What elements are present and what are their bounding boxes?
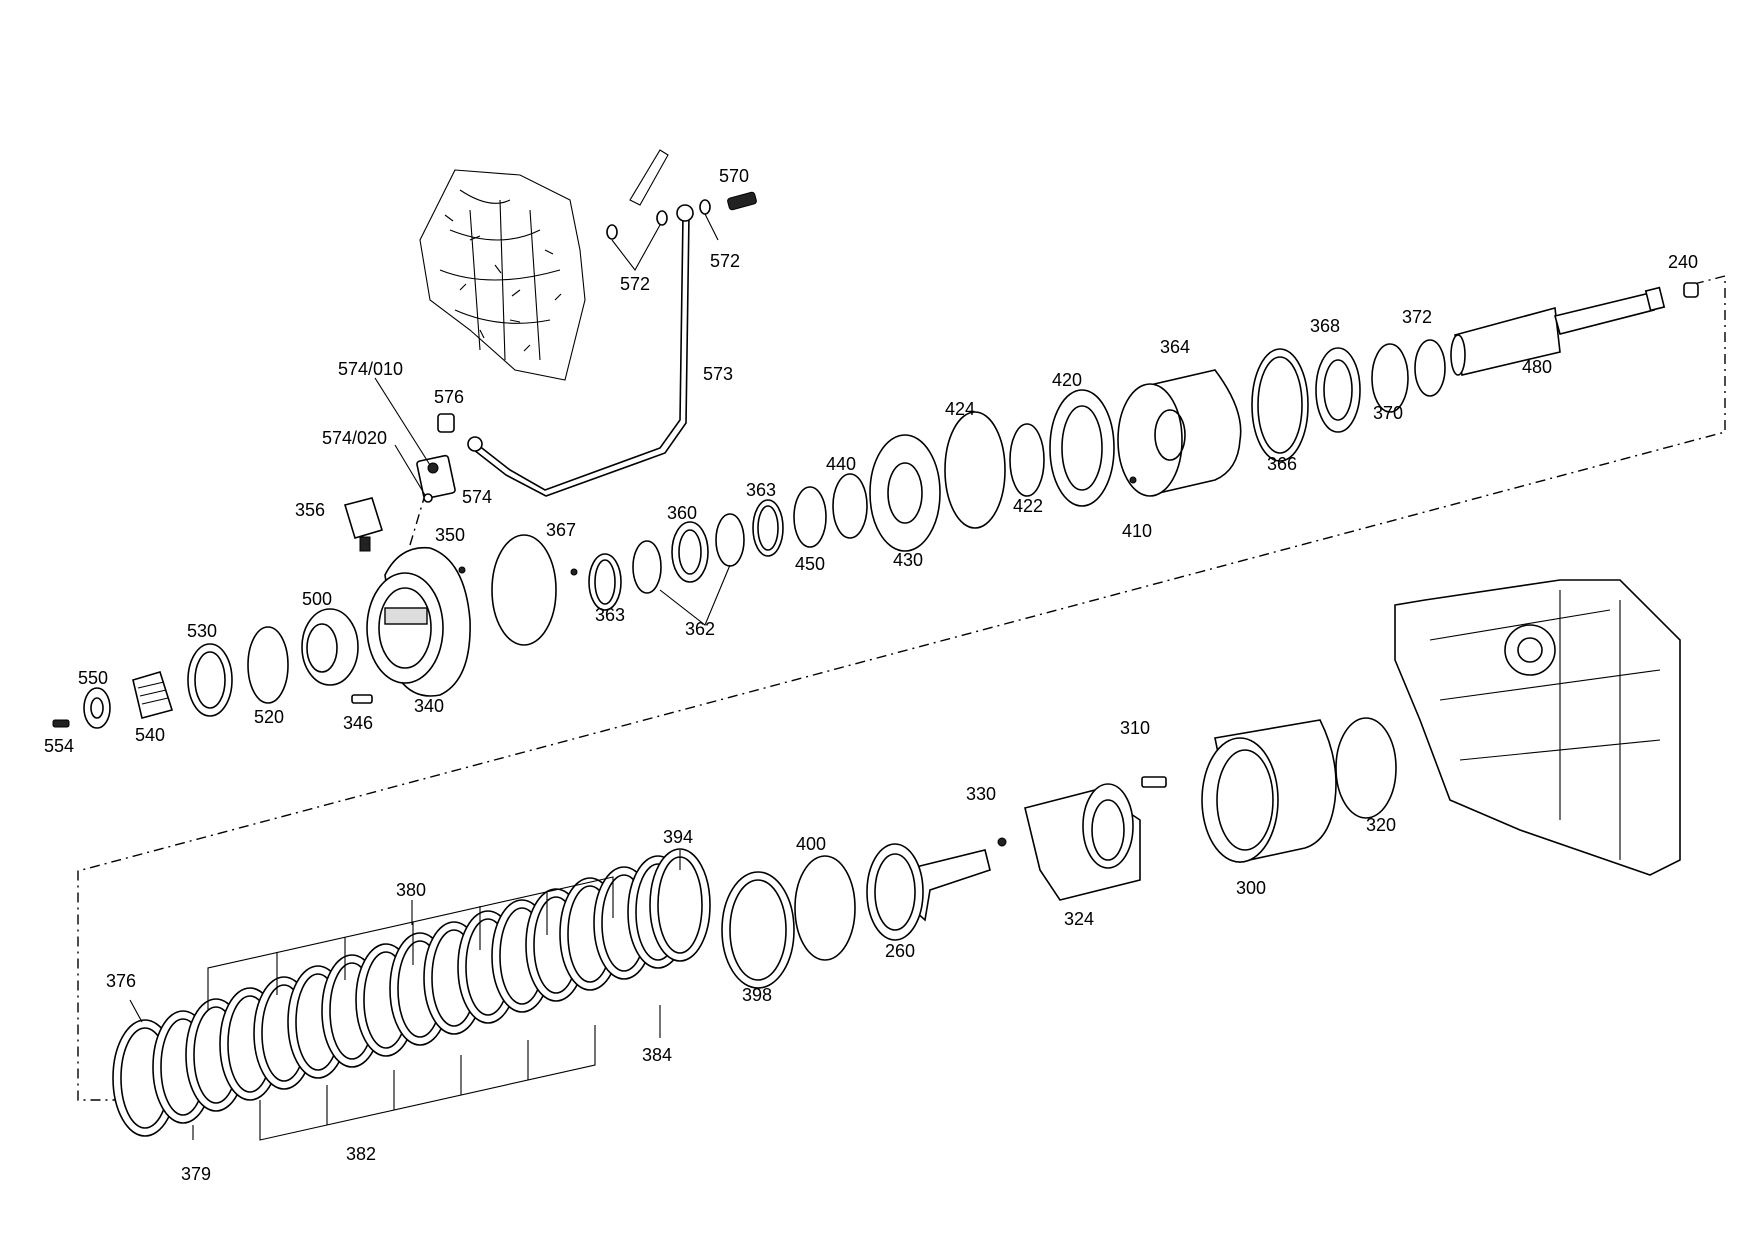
label-240: 240	[1668, 252, 1698, 272]
label-372: 372	[1402, 307, 1432, 327]
label-370: 370	[1373, 403, 1403, 423]
drum-300	[1201, 719, 1337, 863]
label-394: 394	[663, 827, 693, 847]
label-422: 422	[1013, 496, 1043, 516]
valve-body-illustration	[419, 169, 586, 381]
bracket-lines	[129, 850, 681, 1141]
plate-398	[721, 871, 795, 989]
part-labels: 240 480 372 370 368 366 364 410 420 422 …	[44, 166, 1698, 1184]
label-340: 340	[414, 696, 444, 716]
o-ring-320	[1335, 717, 1397, 819]
label-540: 540	[135, 725, 165, 745]
rings-440-450	[793, 473, 868, 548]
label-364: 364	[1160, 337, 1190, 357]
label-300: 300	[1236, 878, 1266, 898]
washer-550	[83, 687, 111, 729]
fitting-570	[727, 191, 757, 211]
bolt-554	[52, 719, 70, 728]
label-366: 366	[1267, 454, 1297, 474]
label-368: 368	[1310, 316, 1340, 336]
bearing-500	[301, 608, 359, 686]
rings-366-372	[1251, 339, 1446, 462]
label-554: 554	[44, 736, 74, 756]
rings-420-424	[944, 389, 1115, 529]
assembly-axis-lines	[77, 275, 1726, 1101]
label-570: 570	[719, 166, 749, 186]
label-260: 260	[885, 941, 915, 961]
label-440: 440	[826, 454, 856, 474]
label-572-right: 572	[710, 251, 740, 271]
snap-ring-400	[794, 855, 856, 961]
label-310: 310	[1120, 718, 1150, 738]
small-parts	[351, 566, 578, 704]
pin-330	[997, 837, 1007, 847]
label-376: 376	[106, 971, 136, 991]
sensor-356	[343, 497, 384, 552]
bolt-310	[1141, 776, 1167, 788]
label-572-left: 572	[620, 274, 650, 294]
label-430: 430	[893, 550, 923, 570]
label-530: 530	[187, 621, 217, 641]
label-410: 410	[1122, 521, 1152, 541]
label-346: 346	[343, 713, 373, 733]
plate-430	[869, 434, 941, 552]
label-420: 420	[1052, 370, 1082, 390]
transmission-housing	[1394, 579, 1681, 876]
label-574-010: 574/010	[338, 359, 403, 379]
label-550: 550	[78, 668, 108, 688]
label-520: 520	[254, 707, 284, 727]
label-576: 576	[434, 387, 464, 407]
housing-340	[366, 546, 471, 697]
rings-360-363	[588, 499, 784, 626]
label-573: 573	[703, 364, 733, 384]
label-574: 574	[462, 487, 492, 507]
hub-260	[866, 843, 991, 941]
label-362: 362	[685, 619, 715, 639]
label-379: 379	[181, 1164, 211, 1184]
label-500: 500	[302, 589, 332, 609]
seal-rings-572	[606, 199, 719, 271]
oil-tube-573	[467, 149, 694, 497]
input-shaft-480	[1450, 286, 1666, 376]
label-400: 400	[796, 834, 826, 854]
label-384: 384	[642, 1045, 672, 1065]
o-ring-large	[491, 534, 557, 646]
label-398: 398	[742, 985, 772, 1005]
label-363-bottom: 363	[595, 605, 625, 625]
clutch-drum-364	[1117, 369, 1242, 497]
fitting-576-plate-574	[374, 377, 456, 503]
label-450: 450	[795, 554, 825, 574]
label-363-top: 363	[746, 480, 776, 500]
label-380: 380	[396, 880, 426, 900]
label-424: 424	[945, 399, 975, 419]
clutch-pack	[112, 848, 711, 1137]
label-330: 330	[966, 784, 996, 804]
label-356: 356	[295, 500, 325, 520]
label-382: 382	[346, 1144, 376, 1164]
nut-240	[1683, 282, 1699, 298]
label-350: 350	[435, 525, 465, 545]
label-574-020: 574/020	[322, 428, 387, 448]
label-320: 320	[1366, 815, 1396, 835]
snap-ring-520	[247, 626, 289, 704]
label-480: 480	[1522, 357, 1552, 377]
cylinder-324	[1024, 783, 1141, 901]
bearing-540	[132, 671, 174, 719]
label-360: 360	[667, 503, 697, 523]
label-367: 367	[546, 520, 576, 540]
label-324: 324	[1064, 909, 1094, 929]
seal-530	[187, 643, 233, 717]
